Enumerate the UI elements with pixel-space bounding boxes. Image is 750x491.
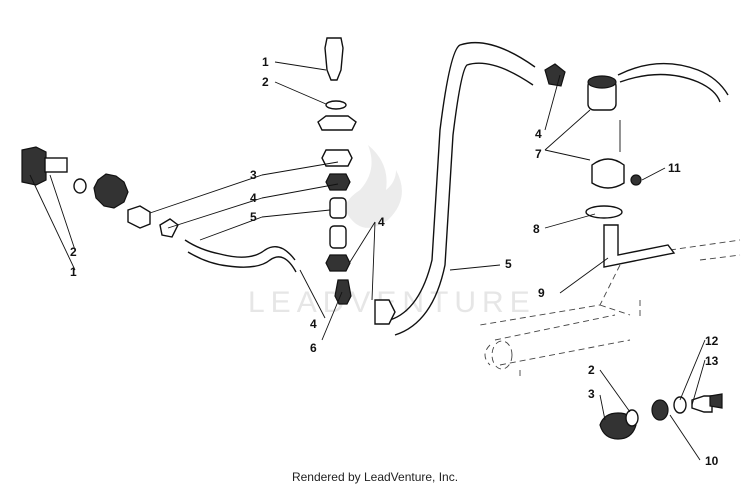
callout-8: 8 (533, 222, 540, 236)
fuel-pump-assembly (544, 62, 729, 268)
fuel-hoses (184, 41, 536, 336)
callout-10: 10 (705, 454, 719, 468)
callout-3-inset: 3 (588, 387, 595, 401)
left-primer-assembly (21, 146, 179, 238)
callout-5-mid: 5 (250, 210, 257, 224)
callout-13: 13 (705, 354, 719, 368)
callout-6: 6 (310, 341, 317, 355)
callout-1-left: 1 (70, 265, 77, 279)
callout-2-inset: 2 (588, 363, 595, 377)
render-credit: Rendered by LeadVenture, Inc. (291, 470, 459, 484)
callout-4-low: 4 (310, 317, 317, 331)
frame-outline (479, 239, 741, 380)
watermark: LEADVENTURE (248, 145, 530, 319)
inset-connector-assembly (599, 393, 723, 440)
callout-1-top: 1 (262, 55, 269, 69)
callout-labels: 1 2 3 4 5 4 4 6 2 1 5 4 7 11 8 9 12 13 2… (70, 55, 719, 468)
callout-3-mid: 3 (250, 168, 257, 182)
callout-7: 7 (535, 147, 542, 161)
callout-4-mid: 4 (250, 191, 257, 205)
callout-12: 12 (705, 334, 719, 348)
callout-2-top: 2 (262, 75, 269, 89)
callout-9: 9 (538, 286, 545, 300)
leader-lines (29, 61, 706, 461)
callout-4-right: 4 (378, 215, 385, 229)
center-primer-stack (317, 37, 357, 305)
callout-4-pump: 4 (535, 127, 542, 141)
callout-11: 11 (668, 161, 681, 175)
callout-5-right: 5 (505, 257, 512, 271)
callout-2-left: 2 (70, 245, 77, 259)
